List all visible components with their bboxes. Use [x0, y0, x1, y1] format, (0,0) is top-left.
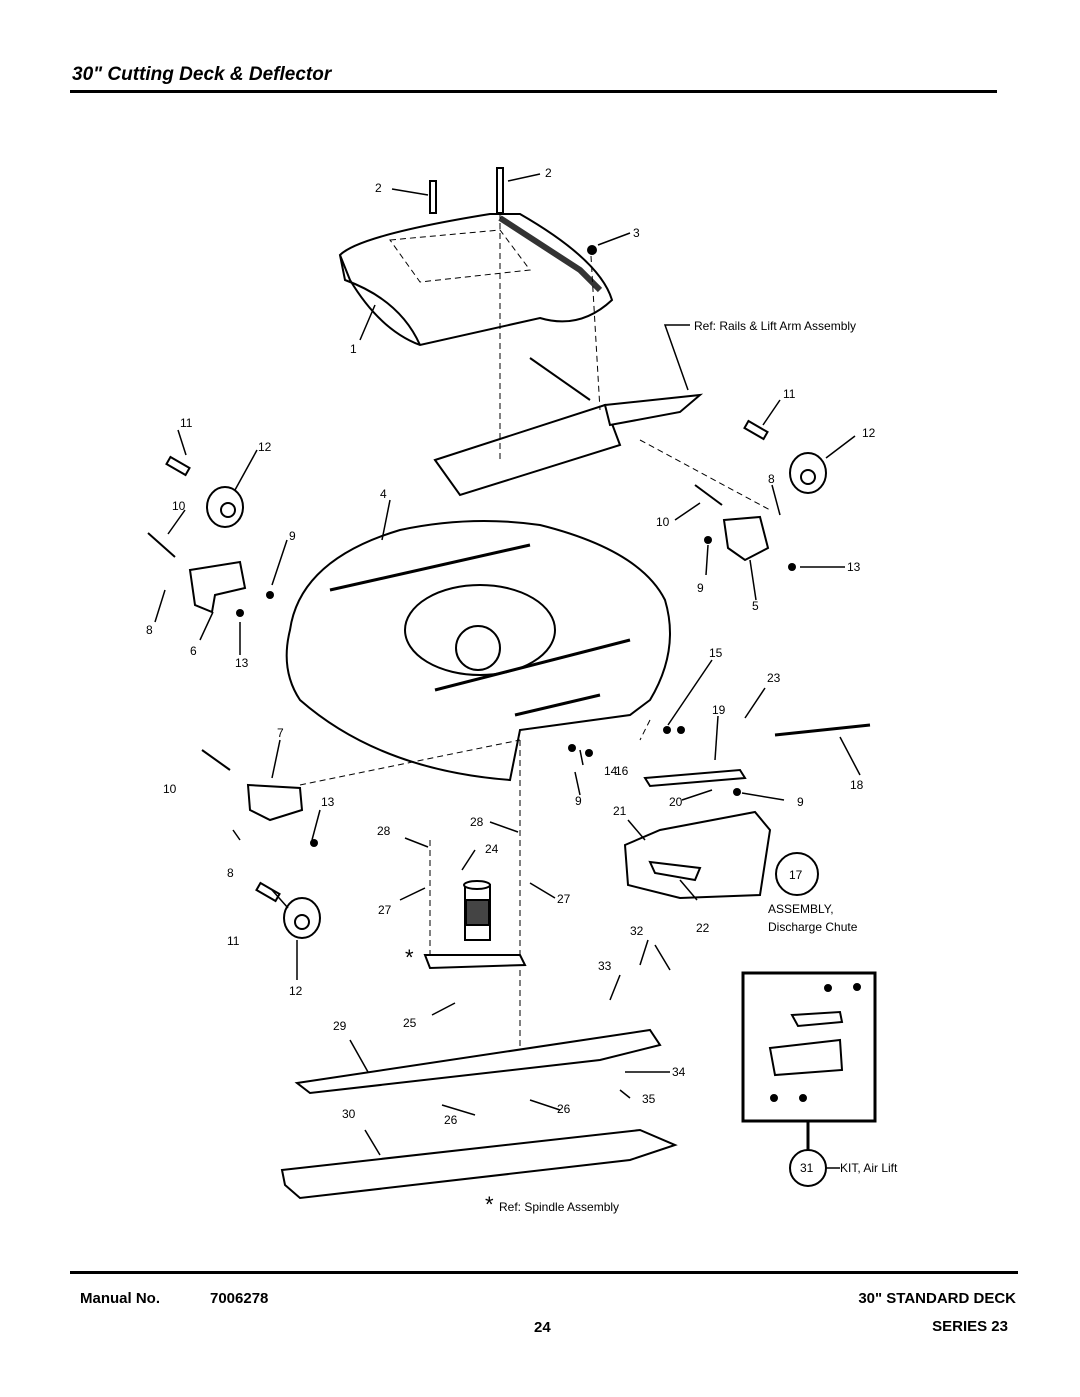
wheel-part: [206, 452, 827, 939]
part-label: 18: [850, 778, 864, 792]
part-label: 9: [289, 529, 296, 543]
part-label: 9: [575, 794, 582, 808]
deck-name: 30" STANDARD DECK: [858, 1290, 1016, 1307]
spindle-asterisk: *: [485, 1192, 494, 1217]
leader-lines: [154, 173, 861, 1169]
manual-number: 7006278: [210, 1290, 269, 1307]
part-label: 13: [321, 795, 335, 809]
part-label: 11: [180, 416, 193, 430]
header-rule: [70, 90, 997, 93]
page-number: 24: [534, 1319, 551, 1336]
part-label: 12: [862, 426, 876, 440]
asterisk-marker: *: [405, 945, 414, 970]
part-label: 30: [342, 1107, 356, 1121]
part-label: 33: [598, 959, 612, 973]
part-label: 25: [403, 1016, 417, 1030]
spindle-part: [423, 880, 527, 970]
part-label: 23: [767, 671, 781, 685]
part-label: 12: [289, 984, 303, 998]
part-label: 14: [604, 764, 618, 778]
part-label: 11: [783, 387, 796, 401]
deflector-part: [338, 213, 614, 347]
part-label: 10: [172, 499, 186, 513]
part-label: 28: [470, 815, 484, 829]
assembly-lines: [299, 213, 771, 1060]
part-label: 29: [333, 1019, 347, 1033]
footer-rule: [70, 1271, 1018, 1274]
part-label: 9: [797, 795, 804, 809]
part-label: 2: [375, 181, 382, 195]
part-label: 8: [227, 866, 234, 880]
part-label: 13: [235, 656, 249, 670]
ref-rails-label: Ref: Rails & Lift Arm Assembly: [694, 319, 856, 333]
part-label: 1: [350, 342, 357, 356]
spindle-ref-label: Ref: Spindle Assembly: [499, 1200, 619, 1214]
part-label: 8: [146, 623, 153, 637]
part-label: 20: [669, 795, 683, 809]
part-label: 22: [696, 921, 710, 935]
pin-part: [165, 419, 769, 903]
part-label: 27: [378, 903, 392, 917]
part-label: 10: [656, 515, 670, 529]
part-label: 27: [557, 892, 571, 906]
part-label: 3: [633, 226, 640, 240]
part-label: 24: [485, 842, 499, 856]
part-label: 8: [768, 472, 775, 486]
kit-number: 31: [800, 1161, 814, 1175]
part-label: 34: [672, 1065, 686, 1079]
bracket-part: [188, 515, 770, 822]
kit-parts: [768, 983, 861, 1102]
assembly-label-2: Discharge Chute: [768, 920, 858, 934]
part-label: 4: [380, 487, 387, 501]
page-title: 30" Cutting Deck & Deflector: [72, 64, 332, 85]
series-label: SERIES 23: [932, 1318, 1008, 1335]
part-label: 5: [752, 599, 759, 613]
blade-part: [280, 1028, 678, 1200]
part-label: 32: [630, 924, 644, 938]
part-label: 11: [227, 934, 240, 948]
part-label: 26: [557, 1102, 571, 1116]
part-label: 13: [847, 560, 861, 574]
part-label: 12: [258, 440, 272, 454]
part-label: 10: [163, 782, 177, 796]
part-label: 19: [712, 703, 726, 717]
part-label: 7: [277, 726, 284, 740]
part-label: 6: [190, 644, 197, 658]
part-label: 16: [615, 764, 629, 778]
part-label: 35: [642, 1092, 656, 1106]
long-bolt-part: [147, 484, 723, 771]
assembly-label: ASSEMBLY,: [768, 902, 834, 916]
part-label: 28: [377, 824, 391, 838]
part-label: 9: [697, 581, 704, 595]
part-label: 21: [613, 804, 627, 818]
manual-label: Manual No.: [80, 1290, 161, 1307]
part-number-labels: 1 2 2 3 4 5 6 7 8 8 8 9 9 9 9 10 10 10 1…: [146, 166, 876, 1127]
parts-diagram: 1 2 2 3 4 5 6 7 8 8 8 9 9 9 9 10 10 10 1…: [146, 166, 898, 1217]
deck-part: [285, 520, 671, 782]
discharge-chute-part: [623, 723, 871, 900]
assembly-number: 17: [789, 868, 803, 882]
rail-assembly: [433, 357, 704, 497]
part-label: 2: [545, 166, 552, 180]
nut-part: [236, 536, 796, 847]
kit-label: KIT, Air Lift: [840, 1161, 898, 1175]
part-label: 15: [709, 646, 723, 660]
part-label: 26: [444, 1113, 458, 1127]
callout-circles: [775, 852, 827, 1187]
